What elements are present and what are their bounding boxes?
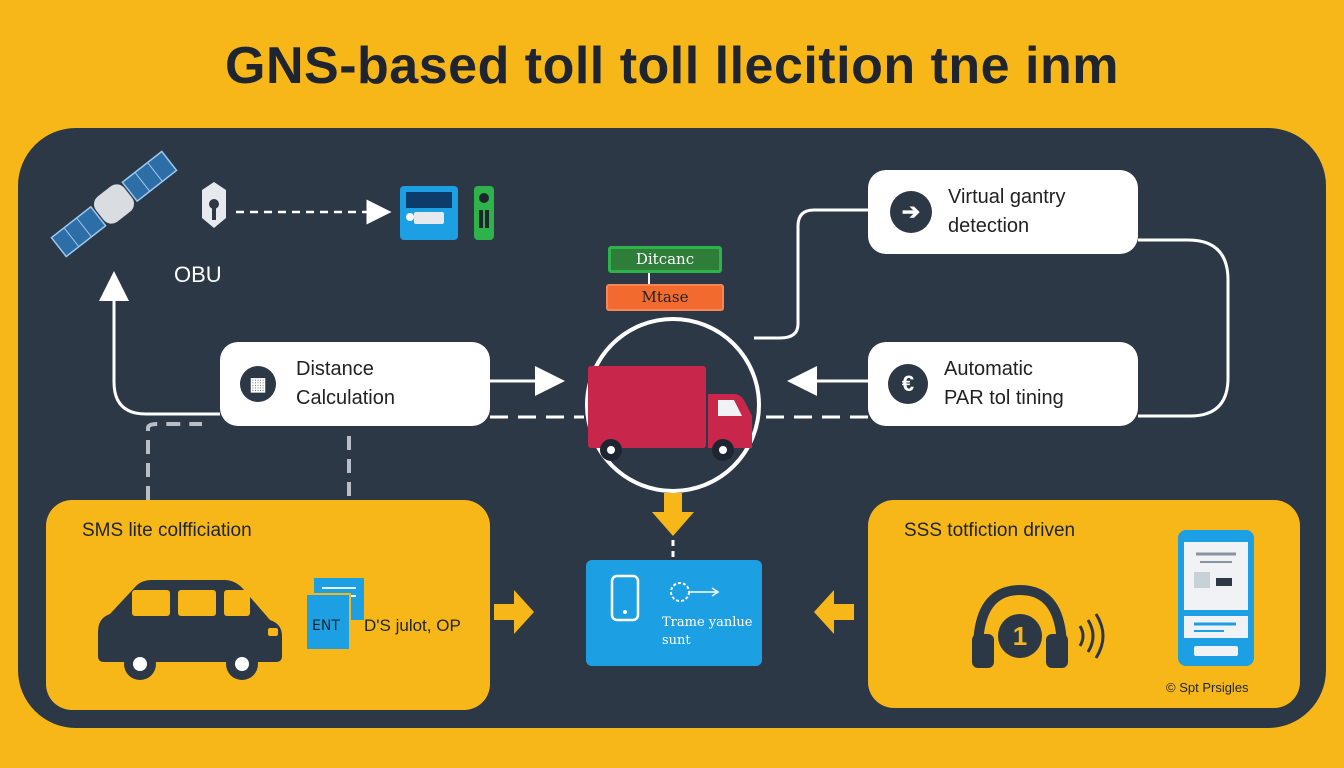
obu-label: OBU — [174, 262, 222, 287]
server-text: Trame yanlue sunt — [662, 615, 753, 648]
diagram-board: Ditcanc Mtase ➔ Virtual gantry detection… — [18, 128, 1326, 728]
document-icon — [305, 578, 364, 651]
card-line: detection — [948, 215, 1030, 237]
distance-tag: Ditcanc — [608, 246, 722, 273]
arrow-right — [494, 590, 534, 634]
toll-device-icon — [400, 186, 494, 240]
mease-tag: Mtase — [606, 284, 724, 311]
svg-text:1: 1 — [1013, 621, 1027, 651]
connector-lines — [50, 150, 1230, 634]
arrow-right-icon: ➔ — [890, 191, 932, 233]
mobile-app-icon — [1178, 530, 1254, 666]
euro-icon: € — [888, 364, 928, 404]
arrow-left — [814, 590, 854, 634]
toll-server-box: Trame yanlue sunt — [586, 560, 762, 666]
sss-panel-title: SSS totfiction driven — [904, 520, 1076, 541]
truck-icon — [588, 366, 752, 461]
sms-panel-title: SMS lite colfficiation — [82, 520, 252, 541]
car-icon — [98, 580, 282, 680]
card-line: Virtual gantry — [948, 186, 1066, 208]
sss-panel: SSS totfiction driven 1 © Spt Prsigles — [868, 500, 1300, 708]
card-line: Calculation — [296, 387, 395, 409]
automatic-tolling-card: € Automatic PAR tol tining — [868, 342, 1138, 426]
distance-calculation-card: ▦ Distance Calculation — [220, 342, 490, 426]
satellite-icon — [50, 150, 178, 258]
card-line: PAR tol tining — [944, 387, 1064, 409]
footer-note: © Spt Prsigles — [1166, 680, 1249, 695]
headset-icon: 1 — [972, 584, 1105, 668]
sms-panel: SMS lite colfficiation ENT D'S julot, OP — [46, 500, 490, 710]
card-line: Automatic — [944, 358, 1033, 380]
obu-icon — [202, 182, 226, 228]
card-line: Distance — [296, 358, 374, 380]
page-title: GNS-based toll toll llecition tne inm — [225, 37, 1119, 95]
smartphone-icon — [610, 574, 720, 622]
ent-label: ENT — [312, 618, 340, 634]
virtual-gantry-card: ➔ Virtual gantry detection — [868, 170, 1138, 254]
arrow-down — [652, 493, 694, 536]
ds-label: D'S julot, OP — [364, 616, 461, 635]
calculator-icon: ▦ — [240, 366, 276, 402]
